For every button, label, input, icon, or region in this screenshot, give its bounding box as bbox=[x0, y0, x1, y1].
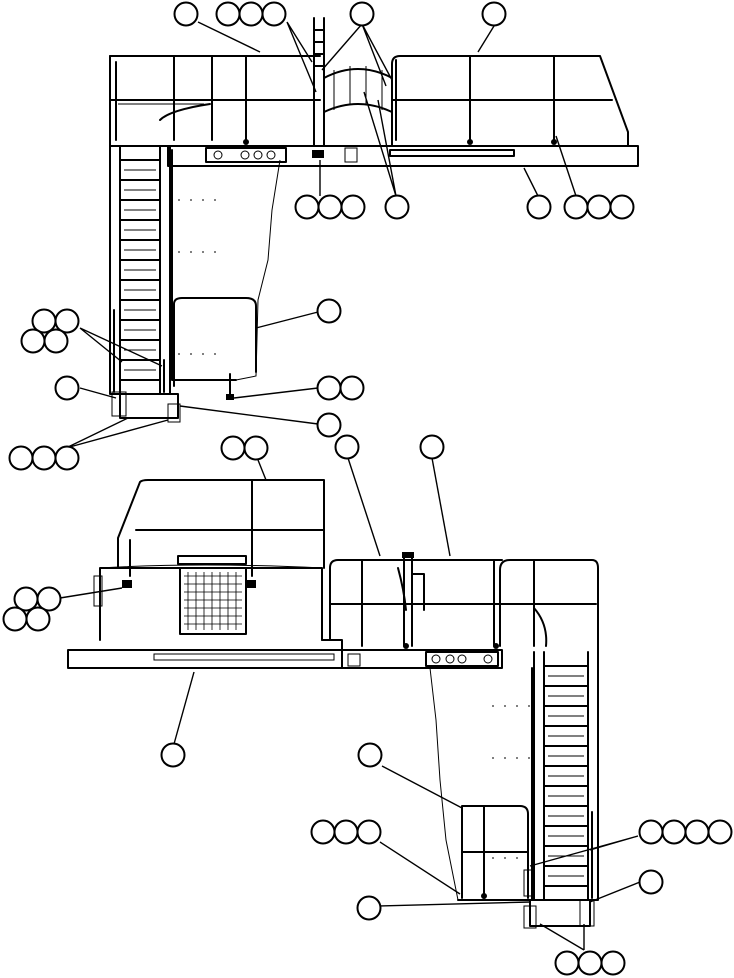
lower-center-handrail bbox=[329, 552, 503, 649]
balloon bbox=[609, 194, 635, 220]
upper-left-handrail bbox=[109, 55, 321, 147]
balloon bbox=[340, 194, 366, 220]
balloon bbox=[481, 1, 507, 27]
balloon bbox=[215, 1, 241, 27]
lower-base-frame bbox=[67, 639, 503, 669]
balloon bbox=[554, 950, 580, 976]
balloon bbox=[54, 445, 80, 471]
balloon bbox=[600, 950, 626, 976]
balloon bbox=[160, 742, 186, 768]
balloon bbox=[707, 819, 733, 845]
lower-right-handrail bbox=[499, 559, 599, 653]
balloon bbox=[294, 194, 320, 220]
balloon bbox=[173, 1, 199, 27]
balloon bbox=[317, 194, 343, 220]
balloon bbox=[684, 819, 710, 845]
upper-reference-balloons bbox=[8, 1, 635, 471]
balloon bbox=[316, 298, 342, 324]
balloon bbox=[25, 606, 51, 632]
lower-side-panel bbox=[429, 667, 533, 901]
balloon bbox=[356, 895, 382, 921]
balloon bbox=[31, 445, 57, 471]
balloon bbox=[243, 435, 269, 461]
balloon bbox=[339, 375, 365, 401]
balloon bbox=[8, 445, 34, 471]
upper-platform-view bbox=[8, 1, 639, 471]
balloon bbox=[356, 819, 382, 845]
balloon bbox=[526, 194, 552, 220]
balloon bbox=[661, 819, 687, 845]
balloon bbox=[220, 435, 246, 461]
balloon bbox=[357, 742, 383, 768]
upper-side-panel bbox=[171, 149, 281, 400]
balloon bbox=[310, 819, 336, 845]
lower-left-enclosure bbox=[93, 479, 325, 641]
balloon bbox=[334, 434, 360, 460]
balloon bbox=[577, 950, 603, 976]
balloon bbox=[638, 819, 664, 845]
lower-reference-balloons bbox=[2, 434, 733, 976]
balloon bbox=[563, 194, 589, 220]
balloon bbox=[586, 194, 612, 220]
balloon bbox=[419, 434, 445, 460]
balloon bbox=[54, 308, 80, 334]
balloon bbox=[638, 869, 664, 895]
balloon bbox=[316, 412, 342, 438]
upper-stair bbox=[109, 145, 181, 423]
lower-leader-lines bbox=[59, 457, 641, 951]
balloon bbox=[316, 375, 342, 401]
balloon bbox=[261, 1, 287, 27]
balloon bbox=[238, 1, 264, 27]
balloon bbox=[349, 1, 375, 27]
balloon bbox=[36, 586, 62, 612]
balloon bbox=[43, 328, 69, 354]
upper-gate bbox=[313, 17, 393, 147]
upper-leader-lines bbox=[65, 21, 577, 449]
lower-platform-view bbox=[2, 434, 733, 976]
balloon bbox=[54, 375, 80, 401]
balloon bbox=[20, 328, 46, 354]
balloon bbox=[333, 819, 359, 845]
upper-deck bbox=[167, 139, 639, 167]
upper-right-handrail bbox=[391, 55, 629, 147]
balloon bbox=[2, 606, 28, 632]
lower-stair bbox=[523, 651, 599, 929]
balloon bbox=[384, 194, 410, 220]
